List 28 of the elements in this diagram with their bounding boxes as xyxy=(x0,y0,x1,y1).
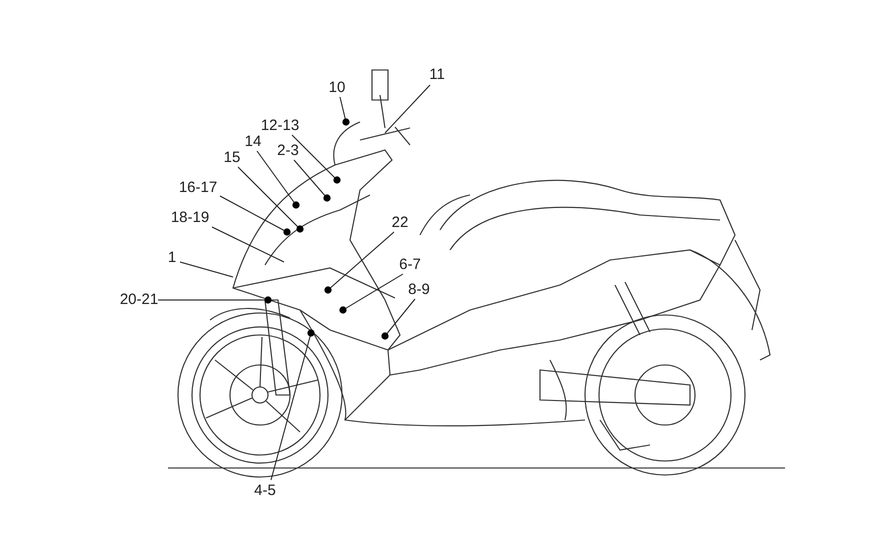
leader-line xyxy=(212,226,284,262)
callout-number: 16-17 xyxy=(178,180,218,196)
leader-line xyxy=(340,96,350,126)
leader-line xyxy=(294,160,331,202)
leader-line xyxy=(270,329,315,480)
callout-number: 10 xyxy=(328,80,346,96)
leader-line xyxy=(292,134,341,184)
leader-line xyxy=(158,296,272,304)
leader-line xyxy=(384,84,430,134)
callout-number: 15 xyxy=(224,150,240,166)
leader-line xyxy=(381,298,416,340)
leader-line xyxy=(339,274,404,314)
leader-line xyxy=(256,150,300,209)
leader-line xyxy=(180,262,234,278)
callout-number: 14 xyxy=(244,134,262,150)
callout-number: 11 xyxy=(429,67,445,83)
callout-number: 12-13 xyxy=(260,118,300,134)
callout-number: 20-21 xyxy=(120,292,158,308)
leader-line xyxy=(238,166,304,233)
callout-number: 8-9 xyxy=(408,282,430,298)
leader-line xyxy=(324,232,394,294)
callout-number: 6-7 xyxy=(399,257,421,273)
leader-line xyxy=(220,196,291,236)
callout-number: 1 xyxy=(168,250,176,266)
callout-number: 22 xyxy=(392,215,408,231)
callout-number: 2-3 xyxy=(277,143,299,159)
callout-number: 18-19 xyxy=(170,210,210,226)
callout-number: 4-5 xyxy=(254,483,276,499)
